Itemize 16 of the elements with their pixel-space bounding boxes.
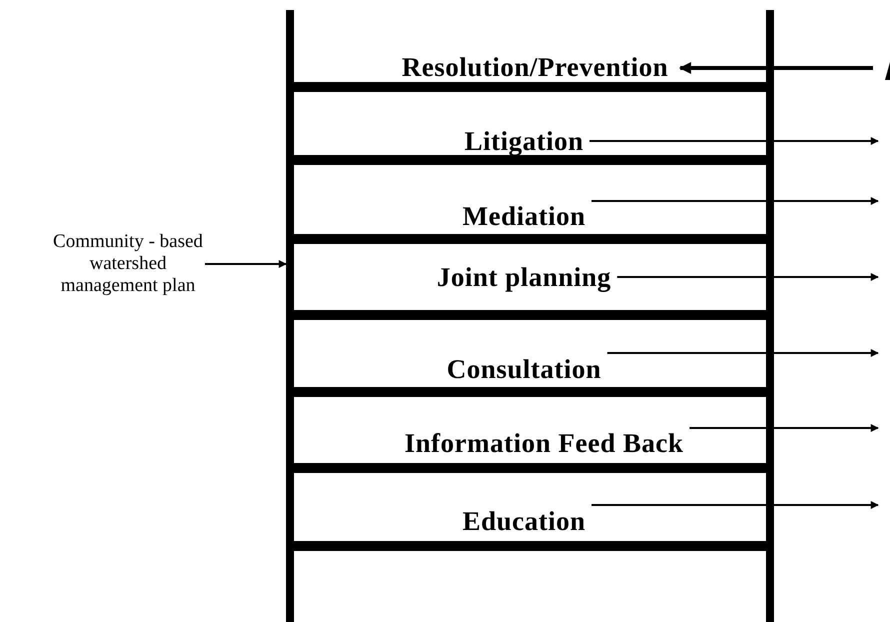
- arrow: [590, 137, 879, 145]
- rung-label: Litigation: [360, 127, 688, 155]
- arrow: [679, 62, 873, 74]
- arrow: [689, 424, 879, 432]
- rung-label: Mediation: [360, 202, 688, 230]
- arrow: [592, 197, 879, 205]
- rung-label: Consultation: [360, 355, 688, 383]
- arrow: [607, 349, 879, 357]
- arrow: [592, 501, 879, 509]
- rung-label: Joint planning: [360, 263, 688, 291]
- rung-label: Resolution/Prevention: [380, 53, 690, 81]
- side-label: Community - based watershed management plan: [40, 231, 216, 297]
- rung-label: Information Feed Back: [362, 429, 726, 457]
- rung-label: Education: [360, 507, 688, 535]
- arrow: [617, 273, 879, 281]
- arrow: [204, 260, 287, 268]
